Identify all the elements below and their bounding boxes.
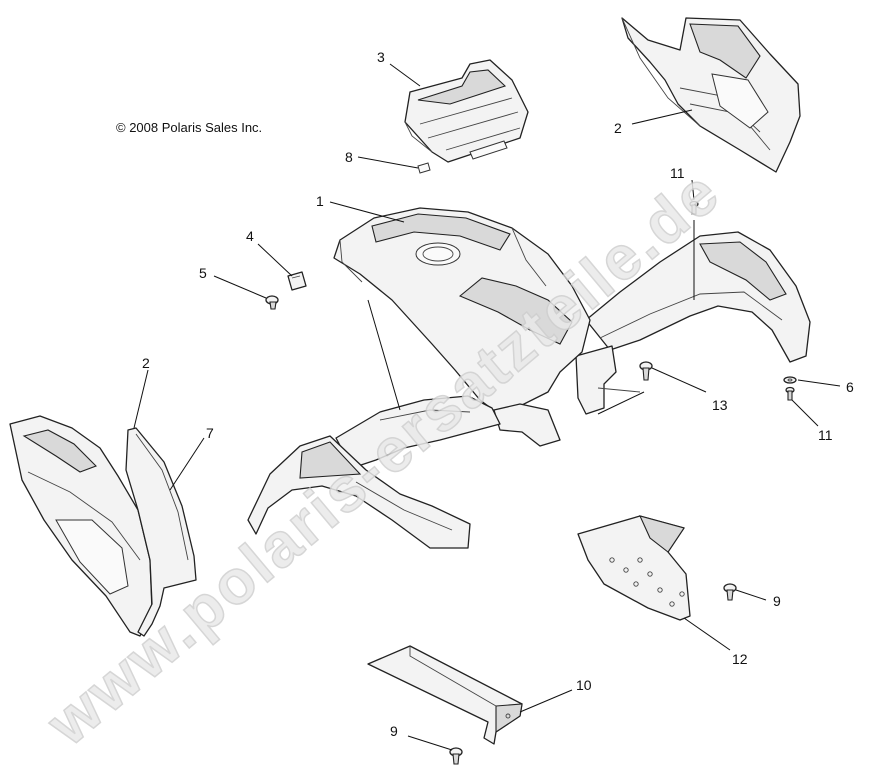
callout-13: 13 (712, 397, 728, 413)
callout-2-left: 2 (142, 355, 150, 371)
part-2-left-side-panel (9, 415, 153, 637)
leader-lines (133, 63, 841, 751)
callout-8: 8 (345, 149, 353, 165)
callout-2-top: 2 (614, 120, 622, 136)
part-4-clip (287, 271, 307, 291)
part-3-console-cover (404, 59, 529, 163)
part-12-holes (609, 557, 685, 607)
callout-3: 3 (377, 49, 385, 65)
callout-9-bottom: 9 (390, 723, 398, 739)
part-6-washer (783, 376, 797, 384)
part-8-decal (417, 162, 431, 174)
part-2-top-side-panel (621, 17, 801, 173)
callout-5: 5 (199, 265, 207, 281)
part-9-right-screw (723, 583, 737, 601)
part-7-gasket (125, 427, 197, 637)
callout-6: 6 (846, 379, 854, 395)
part-11-top-pushpin (689, 200, 699, 215)
part-9-bottom-screw (449, 747, 463, 765)
part-12-bracket (577, 515, 691, 621)
callout-11-top: 11 (670, 165, 685, 181)
callout-7: 7 (206, 425, 214, 441)
callout-9-right: 9 (773, 593, 781, 609)
callout-11-bottom: 11 (818, 427, 833, 443)
callout-4: 4 (246, 228, 254, 244)
callout-10: 10 (576, 677, 592, 693)
copyright-notice: © 2008 Polaris Sales Inc. (116, 120, 262, 135)
part-1-front-cab (247, 207, 811, 549)
part-11-bottom-pushpin (785, 386, 795, 401)
callout-12: 12 (732, 651, 748, 667)
part-13-screw (639, 361, 653, 381)
part-5-rivet (265, 295, 279, 310)
callout-1: 1 (316, 193, 324, 209)
part-10-lower-bracket (367, 645, 523, 745)
callout-labels: 1 2 2 3 4 5 6 7 8 9 9 10 11 11 12 13 (142, 49, 854, 739)
